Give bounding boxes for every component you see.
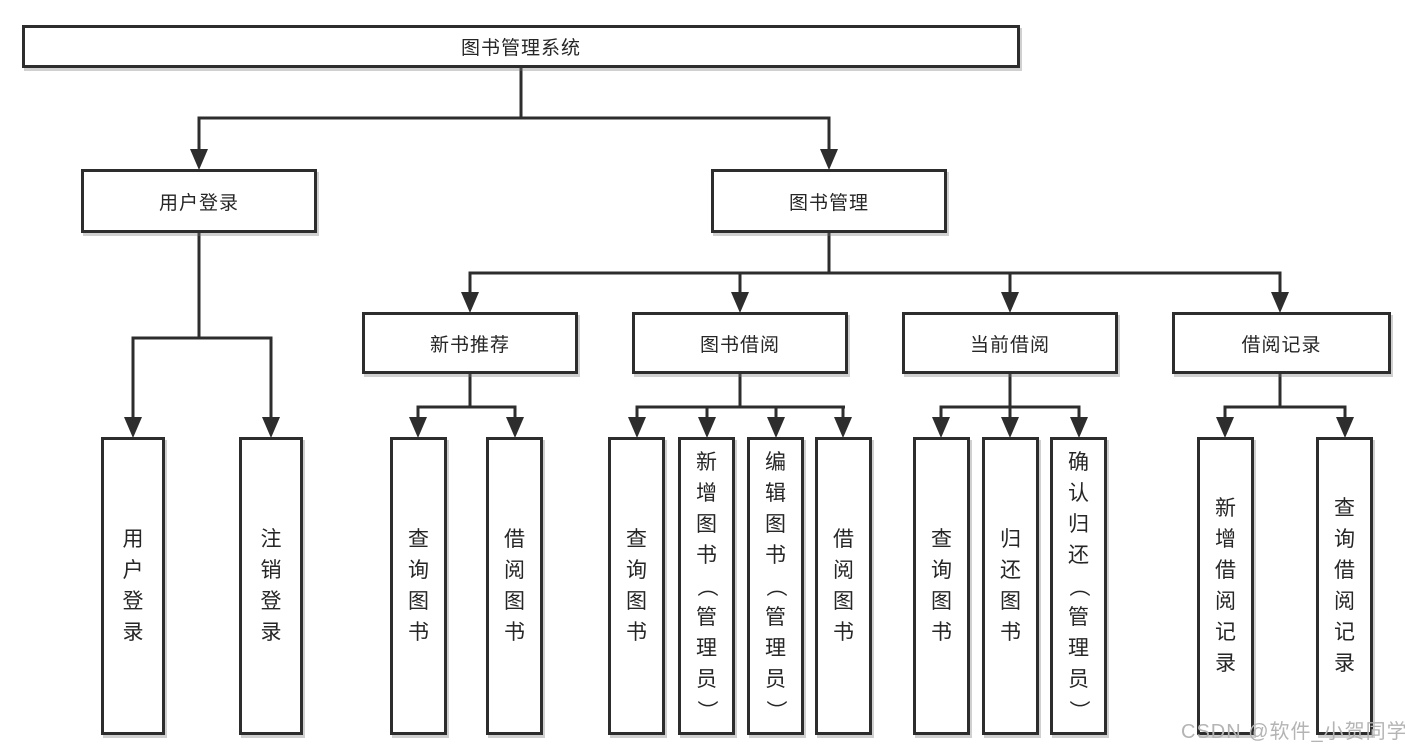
node-cb-query-books: 查询图书 xyxy=(913,437,970,735)
node-br-query-borrow-record: 查询借阅记录 xyxy=(1316,437,1373,735)
node-cb-confirm-return-admin: 确认归还（管理员） xyxy=(1050,437,1107,735)
node-bb-add-books-admin: 新增图书（管理员） xyxy=(678,437,735,735)
connector-borrowrecords-to-leaves xyxy=(1223,374,1347,421)
connector-userlogin-to-leaves xyxy=(131,233,273,421)
node-leaf-user-login: 用户登录 xyxy=(101,437,165,735)
connector-root-to-level2 xyxy=(197,68,831,154)
node-rec-borrow-books: 借阅图书 xyxy=(486,437,543,735)
node-bb-borrow-books: 借阅图书 xyxy=(815,437,872,735)
node-bb-edit-books-admin: 编辑图书（管理员） xyxy=(747,437,804,735)
node-br-add-borrow-record: 新增借阅记录 xyxy=(1197,437,1254,735)
node-book-management: 图书管理 xyxy=(711,169,947,233)
node-rec-query-books: 查询图书 xyxy=(390,437,447,735)
node-library-management-system: 图书管理系统 xyxy=(22,25,1020,68)
watermark: CSDN @软件_小贺同学 xyxy=(1181,721,1405,743)
arrowheads xyxy=(124,149,1354,438)
connector-currentborrow-to-leaves xyxy=(939,374,1081,421)
node-leaf-logout: 注销登录 xyxy=(239,437,303,735)
connector-bookmgmt-to-level3 xyxy=(468,233,1282,296)
node-borrowing-records: 借阅记录 xyxy=(1172,312,1391,374)
node-bb-query-books: 查询图书 xyxy=(608,437,665,735)
node-book-borrowing: 图书借阅 xyxy=(632,312,848,374)
node-cb-return-books: 归还图书 xyxy=(982,437,1039,735)
node-user-login-branch: 用户登录 xyxy=(81,169,317,233)
connector-bookborrow-to-leaves xyxy=(635,374,845,421)
node-new-book-recommendation: 新书推荐 xyxy=(362,312,578,374)
node-current-borrowing: 当前借阅 xyxy=(902,312,1118,374)
connector-newbookrec-to-leaves xyxy=(416,374,517,421)
